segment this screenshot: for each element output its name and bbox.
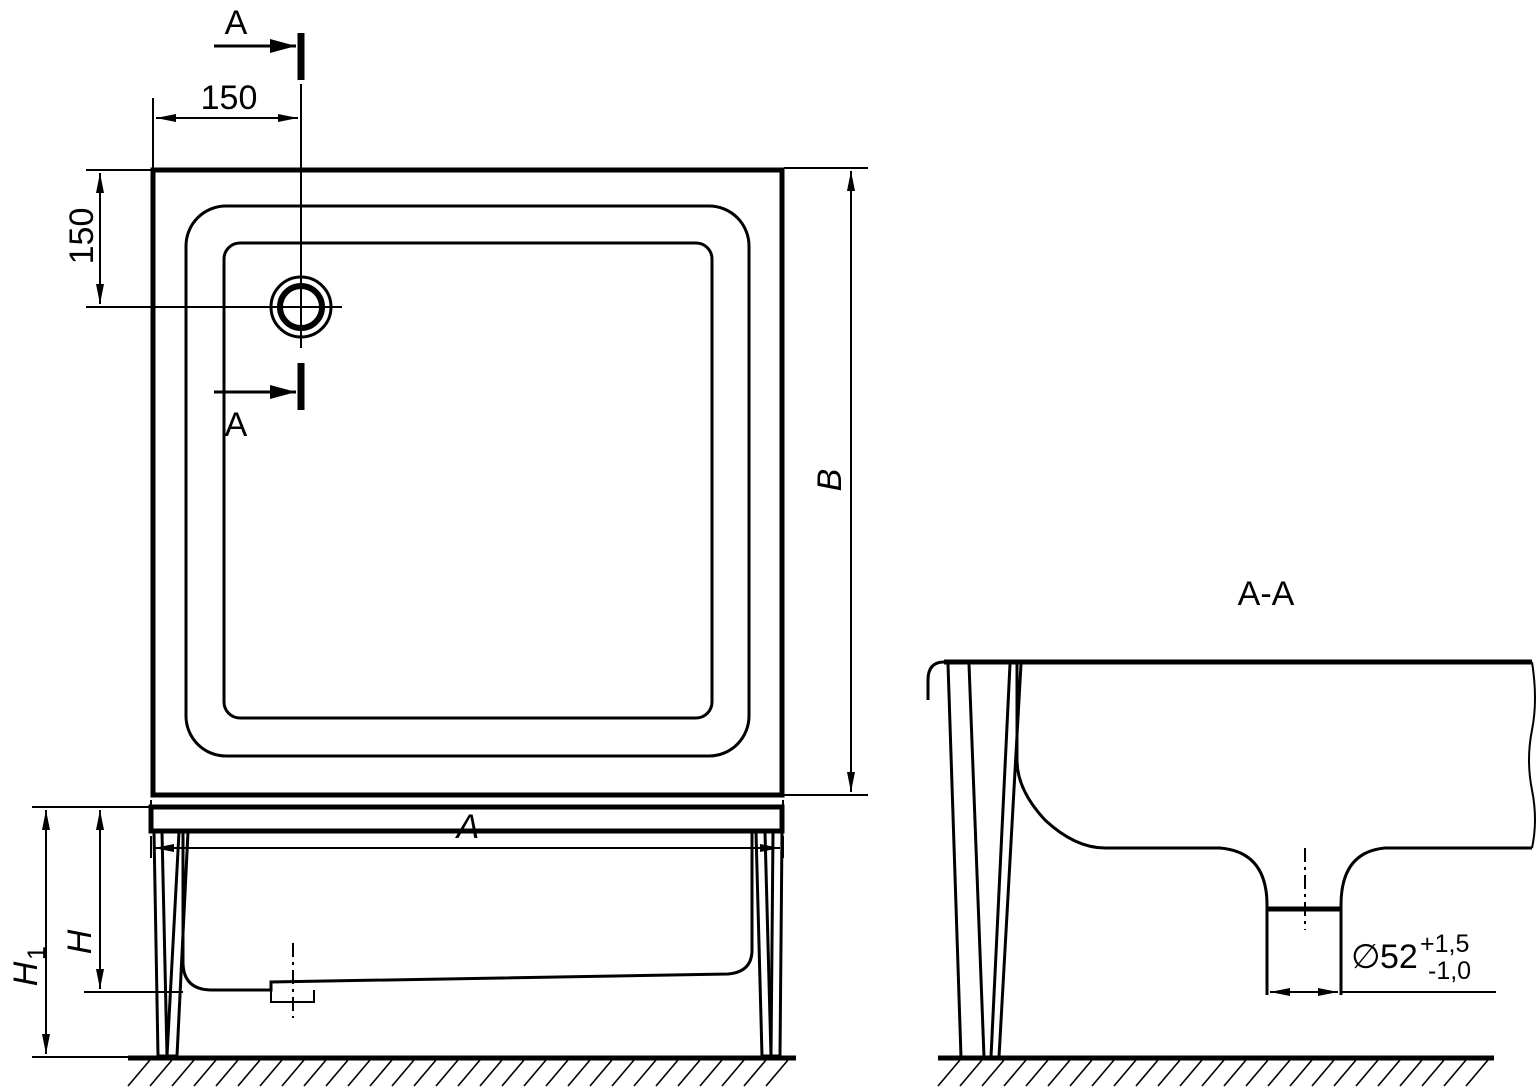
floor-hatch-line xyxy=(127,1059,151,1087)
floor-hatch-line xyxy=(721,1059,745,1087)
section-mark-top xyxy=(214,33,305,80)
side-view: H H 1 xyxy=(7,804,796,1087)
floor-hatch-line xyxy=(1091,1059,1115,1087)
floor-hatch-line xyxy=(567,1059,591,1087)
floor-hatch-line xyxy=(981,1059,1005,1087)
floor-hatch-line xyxy=(215,1059,239,1087)
floor-hatch-line xyxy=(765,1059,789,1087)
floor-hatch-line xyxy=(457,1059,481,1087)
tray-bottom xyxy=(222,241,714,720)
floor-hatch-line xyxy=(1179,1059,1203,1087)
section-label-top: A xyxy=(225,4,248,42)
floor-hatch-line xyxy=(369,1059,393,1087)
section-view: A-A ∅ 52 +1,5 -1,0 xyxy=(926,575,1536,1087)
floor-hatch-line xyxy=(1421,1059,1445,1087)
floor-hatch-line xyxy=(611,1059,635,1087)
dim-drain-offset-y xyxy=(86,169,153,304)
floor-hatch-line xyxy=(1157,1059,1181,1087)
section-label-bottom: A xyxy=(225,406,248,444)
floor-hatching-side xyxy=(127,1055,796,1087)
floor-hatch-line xyxy=(479,1059,503,1087)
section-rim-lip xyxy=(926,660,945,700)
leg-right-inner xyxy=(754,831,773,1058)
dim-length-B-label: B xyxy=(811,469,849,492)
floor-hatch-line xyxy=(281,1059,305,1087)
floor-hatch-line xyxy=(699,1059,723,1087)
leg-left-inner xyxy=(165,831,190,1058)
floor-hatch-line xyxy=(1355,1059,1379,1087)
floor-hatch-line xyxy=(149,1059,173,1087)
tray-rim-side xyxy=(148,804,785,834)
floor-hatch-line xyxy=(1443,1059,1467,1087)
floor-hatch-line xyxy=(193,1059,217,1087)
floor-hatch-line xyxy=(237,1059,261,1087)
floor-hatch-line xyxy=(1311,1059,1335,1087)
tray-outline xyxy=(150,167,785,798)
floor-hatch-line xyxy=(1003,1059,1027,1087)
floor-hatch-line xyxy=(1201,1059,1225,1087)
floor-hatch-line xyxy=(633,1059,657,1087)
dim-drain-tolerance-upper: +1,5 xyxy=(1420,930,1469,958)
leg-right-outer xyxy=(769,831,784,1058)
floor-hatch-line xyxy=(347,1059,371,1087)
dim-drain-offset-x xyxy=(152,98,298,170)
floor-hatch-line xyxy=(677,1059,701,1087)
dim-drain-diameter-symbol: ∅ xyxy=(1351,938,1381,976)
dim-drain-offset-x-value: 150 xyxy=(201,79,258,117)
floor-hatch-line xyxy=(303,1059,327,1087)
plan-view: A A 150 150 B xyxy=(63,4,868,858)
floor-hatch-line xyxy=(545,1059,569,1087)
tray-basin-side xyxy=(181,831,754,992)
floor-hatch-line xyxy=(1025,1059,1049,1087)
floor-hatch-line xyxy=(1135,1059,1159,1087)
floor-hatch-line xyxy=(325,1059,349,1087)
floor-hatch-line xyxy=(259,1059,283,1087)
dim-drain-tolerance-lower: -1,0 xyxy=(1428,957,1471,985)
dim-height-H xyxy=(32,806,183,993)
floor-hatch-line xyxy=(1113,1059,1137,1087)
dim-drain-offset-y-value: 150 xyxy=(63,208,101,265)
floor-hatch-line xyxy=(435,1059,459,1087)
floor-hatch-line xyxy=(589,1059,613,1087)
dim-total-height-H1 xyxy=(32,810,154,1058)
leg-left-outer xyxy=(152,831,169,1058)
dim-height-H-label: H xyxy=(61,929,99,954)
floor-hatch-line xyxy=(655,1059,679,1087)
floor-hatch-line xyxy=(1333,1059,1357,1087)
floor-hatch-line xyxy=(501,1059,525,1087)
section-basin-profile-right xyxy=(1339,846,1532,995)
floor-hatch-line xyxy=(171,1059,195,1087)
floor-hatching-section xyxy=(937,1055,1494,1087)
tray-inner-rim xyxy=(184,204,751,758)
floor-hatch-line xyxy=(1465,1059,1489,1087)
floor-hatch-line xyxy=(1223,1059,1247,1087)
floor-hatch-line xyxy=(743,1059,767,1087)
floor-hatch-line xyxy=(391,1059,415,1087)
section-wall-outer xyxy=(946,663,986,1058)
floor-hatch-line xyxy=(1377,1059,1401,1087)
dim-total-height-H1-label: H xyxy=(7,961,45,986)
floor-hatch-line xyxy=(413,1059,437,1087)
dim-drain-diameter-value: 52 xyxy=(1380,938,1418,976)
section-mark-bottom xyxy=(214,363,305,410)
section-basin-profile xyxy=(1015,664,1269,995)
floor-hatch-line xyxy=(1069,1059,1093,1087)
dim-length-B xyxy=(784,167,868,796)
floor-hatch-line xyxy=(523,1059,547,1087)
floor-hatch-line xyxy=(1047,1059,1071,1087)
dim-total-height-H1-subscript: 1 xyxy=(23,946,51,960)
floor-hatch-line xyxy=(1245,1059,1269,1087)
floor-hatch-line xyxy=(1267,1059,1291,1087)
section-break-line xyxy=(1528,661,1536,849)
section-title: A-A xyxy=(1238,575,1295,613)
floor-hatch-line xyxy=(937,1059,961,1087)
dim-width-A-label: A xyxy=(455,808,480,846)
floor-hatch-line xyxy=(1289,1059,1313,1087)
floor-hatch-line xyxy=(959,1059,983,1087)
floor-hatch-line xyxy=(1399,1059,1423,1087)
